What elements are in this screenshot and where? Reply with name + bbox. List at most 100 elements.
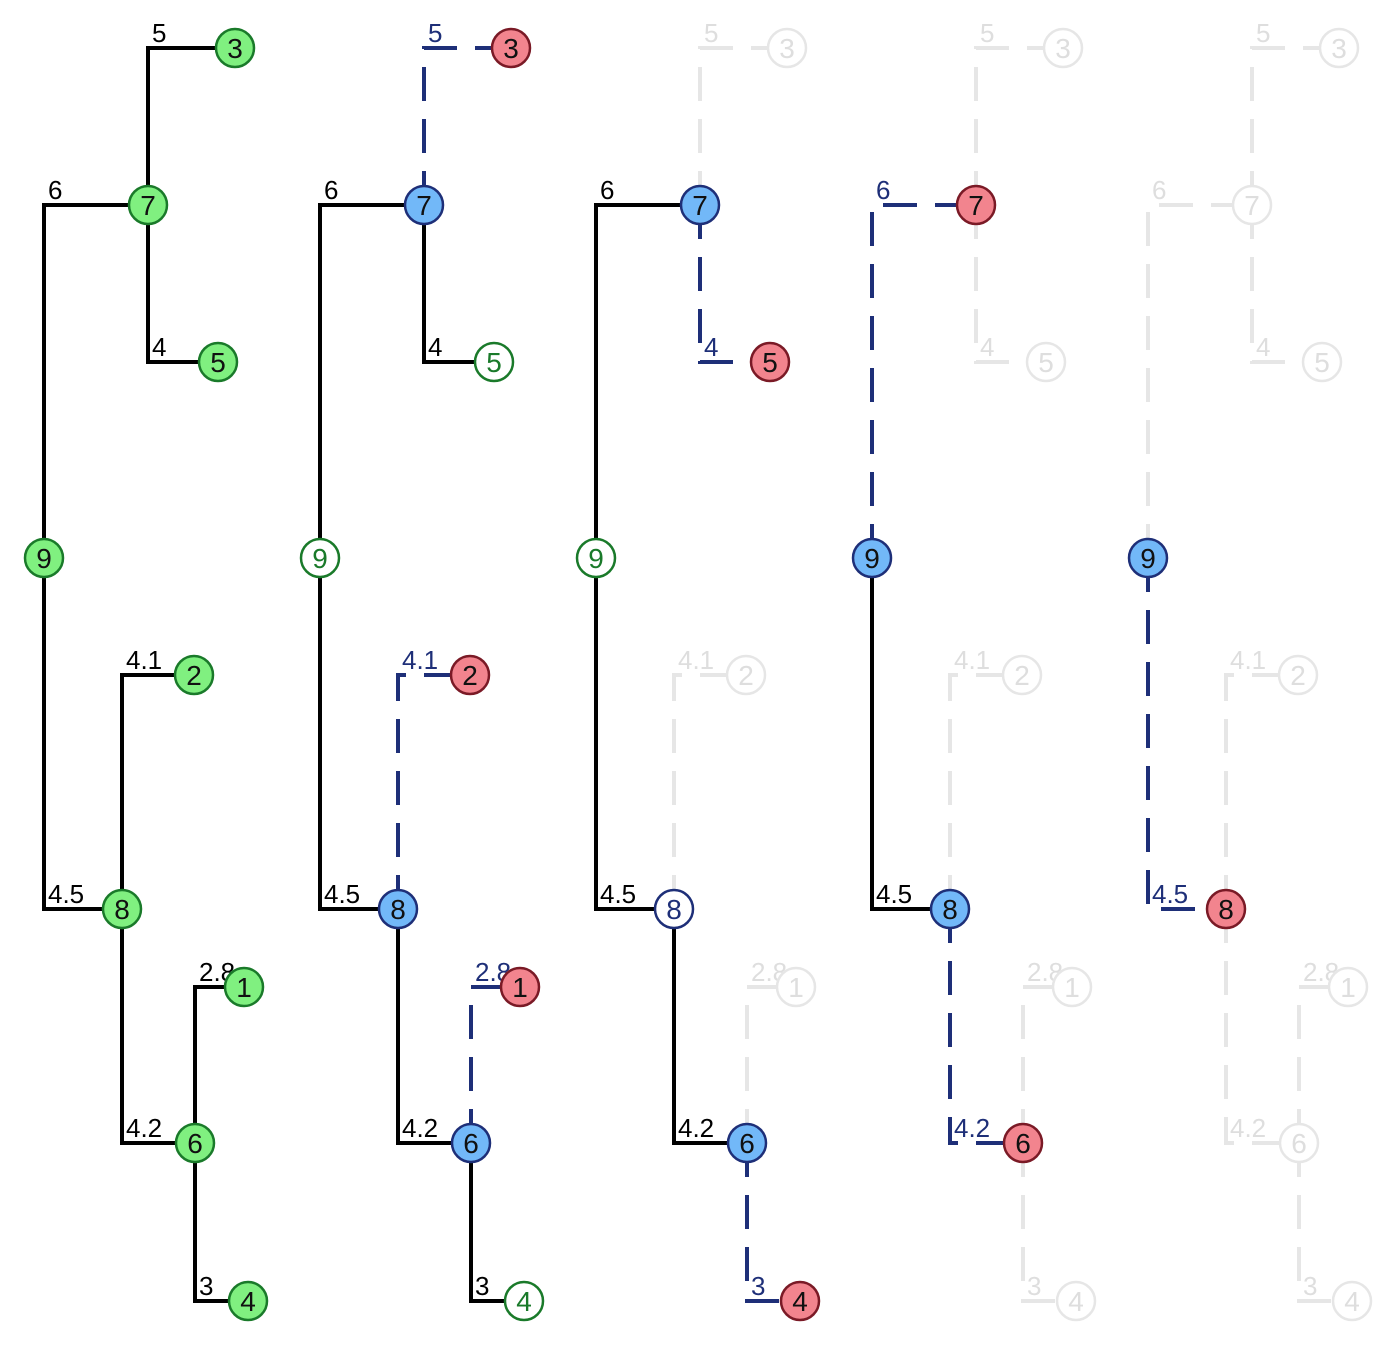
node-id-label: 7 xyxy=(140,190,156,221)
edge-weight-label: 4.1 xyxy=(678,645,714,675)
node-circle xyxy=(726,1122,768,1164)
node-circle xyxy=(1051,966,1093,1008)
node-4: 4 xyxy=(779,1280,821,1322)
edge-weight-label: 3 xyxy=(199,1271,213,1301)
node-circle xyxy=(197,341,239,383)
edge-8-2 xyxy=(120,673,175,909)
node-circle xyxy=(450,1122,492,1164)
node-circle xyxy=(499,966,541,1008)
node-id-label: 3 xyxy=(227,33,243,64)
panels-layer: 6544.54.14.22.831234567896544.54.14.22.8… xyxy=(23,18,1373,1322)
node-id-label: 8 xyxy=(390,894,406,925)
node-id-label: 9 xyxy=(864,543,880,574)
edge-6-4 xyxy=(193,1143,229,1303)
node-6: 6 xyxy=(1002,1122,1044,1164)
node-id-label: 1 xyxy=(236,972,252,1003)
node-id-label: 5 xyxy=(1038,347,1054,378)
node-circle xyxy=(1318,27,1360,69)
node-id-label: 1 xyxy=(1340,972,1356,1003)
edge-9-8 xyxy=(1146,558,1207,911)
edge-weight-label: 4 xyxy=(1256,332,1270,362)
edge-weight-label: 4 xyxy=(152,332,166,362)
edge-8-6 xyxy=(1224,909,1280,1145)
edge-weight-label: 4.2 xyxy=(1230,1113,1266,1143)
edge-9-7 xyxy=(594,203,681,558)
node-circle xyxy=(766,27,808,69)
node-id-label: 4 xyxy=(516,1286,532,1317)
node-6: 6 xyxy=(726,1122,768,1164)
node-circle xyxy=(174,1122,216,1164)
node-circle xyxy=(490,27,532,69)
node-id-label: 6 xyxy=(463,1128,479,1159)
node-5: 5 xyxy=(197,341,239,383)
node-circle xyxy=(449,654,491,696)
node-7: 7 xyxy=(403,184,445,226)
node-id-label: 5 xyxy=(210,347,226,378)
node-3: 3 xyxy=(1042,27,1084,69)
node-3: 3 xyxy=(490,27,532,69)
node-circle xyxy=(23,537,65,579)
node-circle xyxy=(101,888,143,930)
edge-8-6 xyxy=(396,909,452,1145)
node-circle xyxy=(1327,966,1369,1008)
edge-weight-label: 4.5 xyxy=(48,879,84,909)
edge-8-2 xyxy=(672,673,727,909)
node-5: 5 xyxy=(749,341,791,383)
edge-7-5 xyxy=(146,205,199,364)
edge-weight-label: 5 xyxy=(152,18,166,48)
node-circle xyxy=(929,888,971,930)
node-circle xyxy=(1301,341,1343,383)
edge-9-7 xyxy=(1146,203,1233,558)
node-id-label: 4 xyxy=(1344,1286,1360,1317)
node-9: 9 xyxy=(1127,537,1169,579)
edge-weight-label: 4 xyxy=(980,332,994,362)
node-3: 3 xyxy=(766,27,808,69)
edge-weight-label: 6 xyxy=(1152,175,1166,205)
node-circle xyxy=(775,966,817,1008)
node-8: 8 xyxy=(377,888,419,930)
node-circle xyxy=(299,537,341,579)
edge-7-5 xyxy=(422,205,475,364)
node-9: 9 xyxy=(23,537,65,579)
node-circle xyxy=(403,184,445,226)
edge-7-3 xyxy=(974,46,1044,205)
node-circle xyxy=(214,27,256,69)
edge-weight-label: 3 xyxy=(1027,1271,1041,1301)
node-circle xyxy=(1205,888,1247,930)
node-id-label: 5 xyxy=(762,347,778,378)
node-circle xyxy=(851,537,893,579)
edge-weight-label: 4.5 xyxy=(876,879,912,909)
edge-weight-label: 3 xyxy=(751,1271,765,1301)
node-circle xyxy=(1055,1280,1097,1322)
edge-7-5 xyxy=(1250,205,1303,364)
edge-9-8 xyxy=(594,558,655,911)
edge-weight-label: 4 xyxy=(428,332,442,362)
edge-6-1 xyxy=(193,985,225,1143)
edge-weight-label: 4.2 xyxy=(954,1113,990,1143)
node-8: 8 xyxy=(101,888,143,930)
node-id-label: 9 xyxy=(36,543,52,574)
node-circle xyxy=(227,1280,269,1322)
node-circle xyxy=(575,537,617,579)
node-id-label: 3 xyxy=(503,33,519,64)
edge-weight-label: 5 xyxy=(428,18,442,48)
node-id-label: 6 xyxy=(1291,1128,1307,1159)
node-id-label: 4 xyxy=(1068,1286,1084,1317)
node-4: 4 xyxy=(1331,1280,1373,1322)
node-circle xyxy=(1278,1122,1320,1164)
node-circle xyxy=(749,341,791,383)
edge-6-4 xyxy=(469,1143,505,1303)
node-id-label: 7 xyxy=(416,190,432,221)
edge-weight-label: 5 xyxy=(1256,18,1270,48)
edge-weight-label: 6 xyxy=(324,175,338,205)
node-6: 6 xyxy=(174,1122,216,1164)
edge-7-3 xyxy=(698,46,768,205)
edge-9-8 xyxy=(42,558,103,911)
node-circle xyxy=(1002,1122,1044,1164)
